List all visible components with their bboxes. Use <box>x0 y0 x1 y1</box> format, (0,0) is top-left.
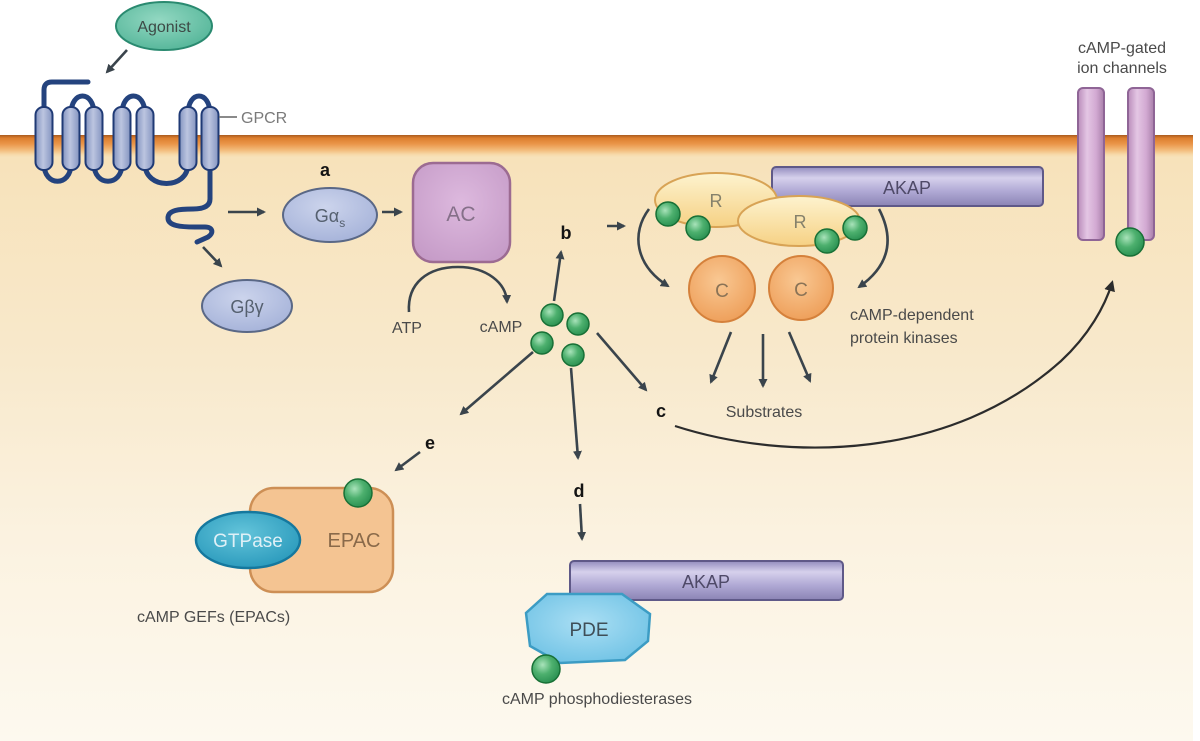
adenylyl-cyclase: AC ATP cAMP <box>392 161 523 337</box>
ion-channels-label-line1: cAMP-gated <box>1078 40 1166 57</box>
step-e-label: e <box>425 433 435 453</box>
gtpase-label: GTPase <box>213 531 283 552</box>
camp-dot <box>566 312 590 336</box>
camp-dot <box>561 343 585 367</box>
substrates-label: Substrates <box>726 404 802 421</box>
ion-channels-label-line2: ion channels <box>1077 60 1167 77</box>
r-subunit-label-right: R <box>794 212 807 232</box>
camp-dot <box>530 331 554 355</box>
camp-to-d-arrow <box>569 367 582 460</box>
gtpase-ellipse <box>194 510 302 570</box>
step-a-label: a <box>320 160 331 180</box>
step-d-label: d <box>574 481 585 501</box>
c-to-ion-channel-arrow <box>674 280 1115 449</box>
gpcr-c-terminal-tail <box>165 163 215 245</box>
branch-arrows: b c d e <box>394 221 666 541</box>
gbg-label: Gβγ <box>230 297 263 317</box>
gas-label-main: Gα <box>315 206 339 226</box>
pka-c-subunit-right <box>768 255 834 321</box>
camp-dot-on-pde <box>531 654 561 684</box>
gpcr-receptor: GPCR <box>34 79 287 245</box>
gefs-caption: cAMP GEFs (EPACs) <box>137 609 290 626</box>
c-to-substrate-arrow <box>709 331 733 384</box>
pka-caption-line1: cAMP-dependent <box>850 307 974 324</box>
plasma-membrane <box>0 135 1193 157</box>
ac-box <box>411 161 512 264</box>
ion-channel-bar-right <box>1127 87 1155 241</box>
r-release-c-arrow-right <box>857 208 889 289</box>
pde-label: PDE <box>569 620 608 641</box>
camp-gated-ion-channels: cAMP-gated ion channels <box>1077 40 1167 241</box>
d-to-pde-arrow <box>577 503 587 541</box>
gpcr-label: GPCR <box>241 110 287 127</box>
camp-to-c-arrow <box>596 332 648 392</box>
camp-dot-on-r <box>655 201 681 227</box>
camp-molecule-cluster <box>530 303 590 367</box>
agonist-ellipse <box>115 1 213 51</box>
camp-dot <box>540 303 564 327</box>
gas-ellipse <box>282 187 378 243</box>
camp-dot-on-channel <box>1115 227 1145 257</box>
agonist-label: Agonist <box>137 19 191 36</box>
camp-to-b-arrow <box>552 250 565 302</box>
gpcr-to-gbg-arrow <box>202 246 223 268</box>
gpcr-n-terminus <box>41 79 91 115</box>
camp-to-e-arrow <box>459 351 534 416</box>
agonist-ligand: Agonist <box>105 1 213 74</box>
epac-complex: GTPase EPAC cAMP GEFs (EPACs) <box>137 478 395 626</box>
akap-bottom-label: AKAP <box>682 572 730 592</box>
step-c-label: c <box>656 401 666 421</box>
gpcr-transmembrane-helices <box>34 106 220 171</box>
pde-caption: cAMP phosphodiesterases <box>502 691 692 708</box>
gpcr-intracellular-loop <box>142 161 191 186</box>
pde-complex: AKAP PDE cAMP phosphodiesterases <box>502 560 844 708</box>
pka-caption-line2: protein kinases <box>850 330 958 347</box>
c-to-substrate-arrow <box>787 331 812 383</box>
gbg-ellipse <box>201 279 293 333</box>
gas-label-subscript: s <box>339 216 345 230</box>
r-release-c-arrow-left <box>637 208 670 288</box>
camp-label: cAMP <box>480 319 523 336</box>
camp-dot-on-r <box>842 215 868 241</box>
akap-top-label: AKAP <box>883 178 931 198</box>
g-proteins: a Gαs Gβγ <box>201 160 403 333</box>
camp-dot-on-r <box>685 215 711 241</box>
akap-bottom-bar <box>569 560 844 601</box>
atp-label: ATP <box>392 320 422 337</box>
pka-c-subunit-left <box>688 255 756 323</box>
e-to-epac-arrow <box>394 450 421 472</box>
pde-octagon <box>524 592 652 665</box>
atp-to-camp-arrow <box>407 265 512 313</box>
gas-label: Gαs <box>315 206 345 230</box>
ion-channel-bar-left <box>1077 87 1105 241</box>
c-subunit-label-left: C <box>715 281 729 302</box>
c-subunit-label-right: C <box>794 280 808 301</box>
akap-top-bar <box>771 166 1044 207</box>
camp-dot-on-r <box>814 228 840 254</box>
ac-label: AC <box>446 203 475 226</box>
agonist-to-gpcr-arrow <box>105 49 128 74</box>
camp-dot-on-epac <box>343 478 373 508</box>
r-subunit-label-left: R <box>710 191 723 211</box>
step-b-label: b <box>561 223 572 243</box>
pka-complex: AKAP R R C C cAMP-dependent protein kina… <box>637 166 1044 421</box>
epac-label: EPAC <box>328 530 381 552</box>
